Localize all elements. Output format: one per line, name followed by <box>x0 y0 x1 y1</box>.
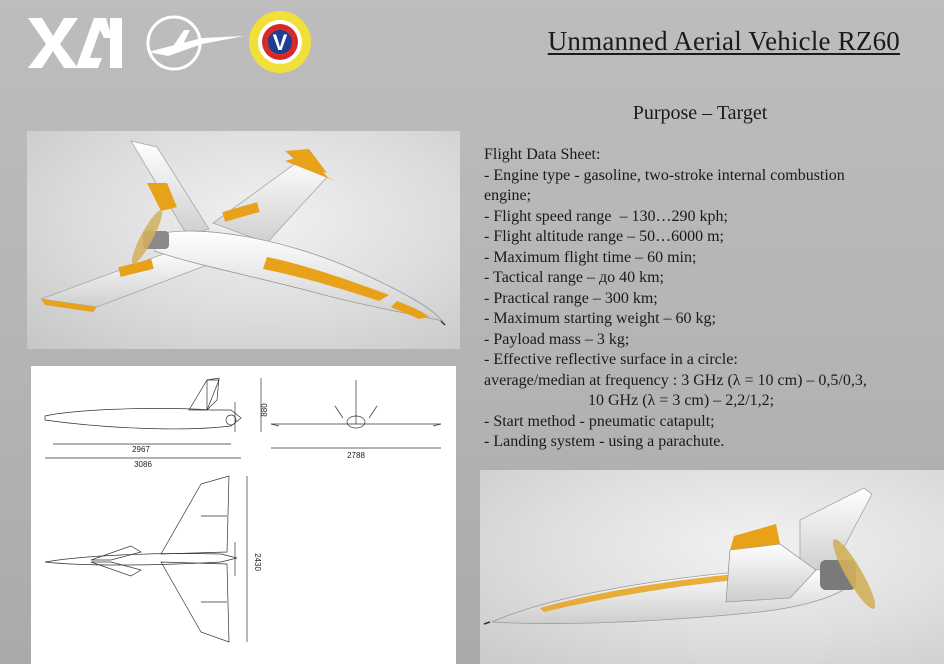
technical-drawing: 2967 3086 880 2788 2430 <box>31 366 456 664</box>
spec-line: - Tactical range – до 40 km; <box>484 269 664 286</box>
uav-render-side <box>480 470 944 664</box>
spec-line: - Flight speed range – 130…290 kph; <box>484 207 728 225</box>
spec-line: - Flight altitude range – 50…6000 m; <box>484 228 724 245</box>
purpose-subtitle: Purpose – Target <box>632 102 768 124</box>
spec-line: engine; <box>484 187 532 204</box>
spec-line: - Engine type - gasoline, two-stroke int… <box>484 166 845 184</box>
dim-length-inner: 2967 <box>132 445 150 454</box>
aircraft-emblem-logo <box>142 14 246 72</box>
spec-line: 10 GHz (λ = 3 cm) – 2,2/1,2; <box>484 392 775 409</box>
spec-line: - Effective reflective surface in a circ… <box>484 351 738 368</box>
spec-line: - Start method - pneumatic catapult; <box>484 412 715 430</box>
svg-text:V: V <box>273 30 288 55</box>
spec-line: - Payload mass – 3 kg; <box>484 330 630 348</box>
dim-span-front: 2788 <box>347 451 365 460</box>
uav-render-top <box>27 131 460 349</box>
dim-length-total: 3086 <box>134 460 152 469</box>
spec-line: average/median at frequency : 3 GHz (λ =… <box>484 371 867 389</box>
xai-logo <box>26 14 126 70</box>
dim-height: 880 <box>260 403 269 417</box>
spec-line: - Maximum starting weight – 60 kg; <box>484 310 716 327</box>
roundel-logo: V <box>248 10 312 74</box>
page-title: Unmanned Aerial Vehicle RZ60 <box>547 26 900 56</box>
dim-span-top: 2430 <box>253 553 262 571</box>
spec-line: - Maximum flight time – 60 min; <box>484 248 697 266</box>
flight-data-sheet: Flight Data Sheet: - Engine type - gasol… <box>484 145 904 453</box>
spec-heading: Flight Data Sheet: <box>484 146 601 163</box>
spec-line: - Practical range – 300 km; <box>484 289 658 307</box>
spec-line: - Landing system - using a parachute. <box>484 433 725 450</box>
